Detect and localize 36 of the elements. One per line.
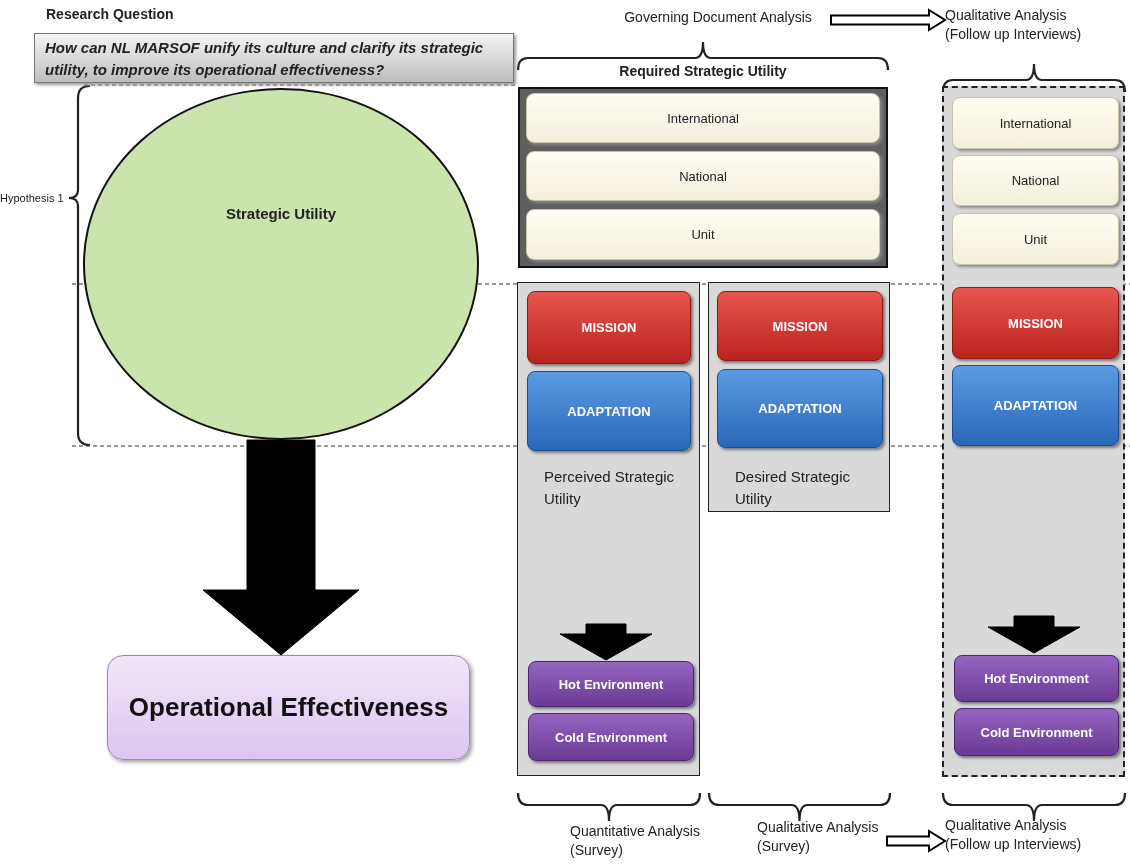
arrow <box>559 623 653 661</box>
question-box: How can NL MARSOF unify its culture and clarify its strategic utility, to improve its operational effectiveness? <box>34 33 514 83</box>
panel-heading: Required Strategic Utility <box>618 63 788 79</box>
label-box: National <box>952 155 1119 206</box>
label-box: National <box>526 151 880 201</box>
analysis-label: Qualitative Analysis (Follow up Interviews) <box>945 6 1110 58</box>
panel <box>708 282 890 512</box>
label-box: Unit <box>526 209 880 260</box>
label-box: ADAPTATION <box>952 365 1119 446</box>
label-box: MISSION <box>717 291 883 361</box>
analysis-label: Governing Document Analysis <box>605 8 831 32</box>
label-box: Hot Environment <box>954 655 1119 702</box>
arrow <box>830 8 947 32</box>
label-box: MISSION <box>952 287 1119 359</box>
label-box: International <box>952 97 1119 149</box>
circle-node: Strategic Utility <box>83 88 479 440</box>
label-box: Hot Environment <box>528 661 694 707</box>
label-box: Cold Environment <box>954 708 1119 756</box>
arrow <box>886 829 947 853</box>
label-box: Unit <box>952 213 1119 265</box>
outcome-box: Operational Effectiveness <box>107 655 470 760</box>
dashed-panel <box>942 86 1125 777</box>
analysis-label: Qualitative Analysis (Survey) <box>757 818 887 864</box>
arrow <box>202 439 360 656</box>
analysis-label: Qualitative Analysis (Follow up Interviews) <box>945 816 1110 864</box>
section-heading: Research Question <box>46 6 174 22</box>
label-box: MISSION <box>527 291 691 364</box>
label-box: ADAPTATION <box>717 369 883 448</box>
panel-caption: Desired Strategic Utility <box>735 467 852 509</box>
panel <box>517 282 700 776</box>
label-box: International <box>526 93 880 143</box>
analysis-label: Quantitative Analysis (Survey) <box>570 822 700 860</box>
panel-caption: Perceived Strategic Utility <box>544 467 676 509</box>
label-box: ADAPTATION <box>527 371 691 451</box>
arrow <box>987 615 1081 654</box>
label-box: Cold Environment <box>528 713 694 761</box>
